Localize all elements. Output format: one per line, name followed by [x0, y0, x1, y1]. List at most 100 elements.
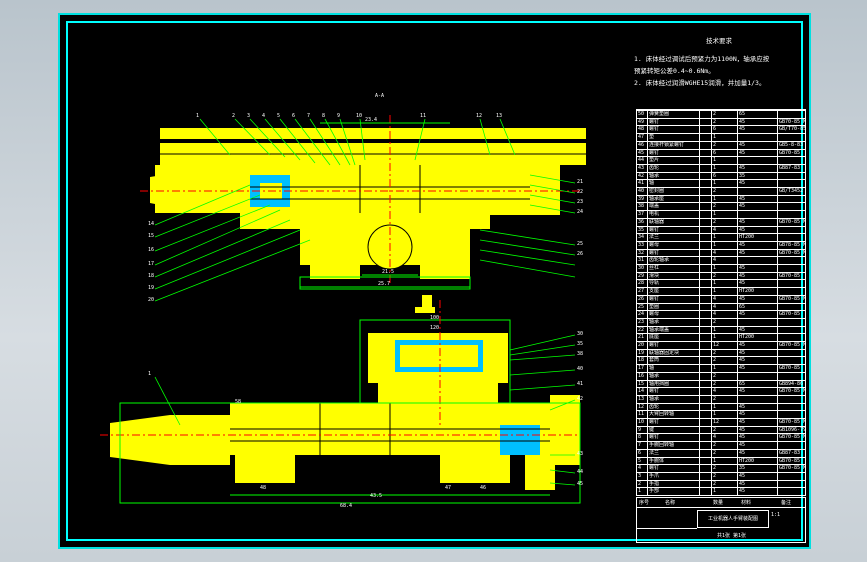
bom-index: 49 [638, 118, 645, 125]
bom-index: 18 [638, 357, 645, 364]
bom-part-name: 螺钉 [649, 465, 660, 472]
bom-qty: 1 [713, 488, 717, 495]
bom-part-name: 大臂回转轴 [649, 411, 675, 418]
bom-index: 27 [638, 288, 645, 295]
bom-index: 36 [638, 218, 645, 225]
top-cap [415, 307, 435, 313]
tech-req-line: 2. 床体经过润滑WGHE15润滑，并加量1/3。 [634, 79, 766, 87]
bottom-assembly-view [100, 295, 581, 504]
bom-note: GB70-85 M3x7 [779, 118, 805, 125]
part-label-right: 23 [577, 199, 584, 205]
bom-qty: 2 [713, 141, 717, 148]
bom-index: 48 [638, 126, 645, 133]
bom-qty: 2 [713, 395, 717, 402]
bom-index: 16 [638, 372, 645, 379]
bom-material: 45 [739, 472, 746, 479]
bom-note: GB/T70-85 [779, 126, 805, 133]
bom-part-name: 螺钉 [649, 149, 660, 156]
col-header: 材料 [741, 500, 752, 506]
bom-index: 34 [638, 234, 645, 241]
bom-part-name: 齿轮 [649, 403, 660, 410]
bom-part-name: 手腕回转轴 [649, 442, 675, 449]
bom-index: 24 [638, 311, 645, 318]
col-header: 名称 [665, 500, 676, 506]
bom-index: 33 [638, 241, 645, 248]
bom-qty: 1 [713, 241, 717, 248]
bom-material: 45 [739, 265, 746, 271]
bom-material: 45 [739, 357, 746, 364]
bom-part-name: 齿轮轴承 [649, 257, 670, 264]
bom-part-name: 键 [649, 426, 655, 433]
bom-material: 45 [739, 272, 746, 279]
col-header: 数量 [713, 500, 724, 506]
bom-index: 14 [638, 388, 645, 395]
bom-part-name: 弹簧垫圈 [649, 111, 670, 117]
bom-material: 45 [739, 342, 746, 348]
bom-note: GB70-85 M3x6 [779, 249, 805, 256]
bom-note: GB70-85 [779, 272, 801, 279]
bom-qty: 2 [713, 111, 717, 117]
part-label-top: 2 [232, 113, 236, 119]
bom-qty: 2 [713, 372, 717, 379]
bom-column-line [699, 110, 700, 495]
bom-material: 45 [739, 311, 746, 318]
bom-part-name: 垫片 [649, 157, 660, 164]
bom-qty: 12 [713, 419, 720, 425]
bom-material: 45 [739, 349, 746, 356]
bom-part-name: 端盖 [649, 203, 660, 210]
bom-qty: 1 [713, 211, 717, 218]
bom-part-name: 螺钉 [649, 295, 660, 302]
bom-part-name: 轴承 [649, 395, 660, 402]
bom-part-name: 轴用挡圈 [649, 380, 670, 387]
bom-note: GB70-85 M3x7 [779, 419, 805, 425]
bom-material: 45 [739, 388, 746, 395]
bom-index: 29 [638, 272, 645, 279]
bom-index: 13 [638, 395, 645, 402]
part-label-left: 17 [148, 261, 155, 267]
part-label-top: 9 [337, 113, 341, 119]
arm-support-right [525, 455, 555, 490]
bom-material: 45 [739, 488, 746, 495]
arm-end-hatch [500, 425, 540, 455]
bom-part-name: 轴承 [649, 372, 660, 379]
part-label-right: 24 [577, 209, 584, 215]
part-label-bottom: 35 [577, 341, 584, 347]
bom-material: 65 [739, 111, 746, 117]
bom-part-name: 轴承端盖 [649, 326, 670, 333]
bom-part-name: 螺钉 [649, 419, 660, 425]
bom-index: 43 [638, 164, 645, 171]
part-label-top: 13 [496, 113, 503, 119]
title-header-row: 序号 名称 数量 材料 备注 [637, 498, 805, 508]
bom-part-name: 丝杠 [649, 265, 660, 271]
drawing-scale: 1:1 [771, 512, 781, 518]
bom-material: 45 [739, 426, 746, 433]
bom-qty: 2 [713, 472, 717, 479]
bom-part-name: 手部 [649, 488, 660, 495]
base-outline [299, 276, 471, 290]
bom-part-name: 连接杆锁紧螺钉 [649, 141, 685, 148]
part-label-bottom: 47 [445, 485, 452, 491]
bom-material: 45 [739, 218, 746, 225]
part-label-bottom: 44 [577, 469, 584, 475]
bom-index: 25 [638, 303, 645, 310]
part-label-left: 14 [148, 221, 155, 227]
bom-part-name: 密封圈 [649, 188, 665, 194]
divider [637, 528, 697, 529]
bom-material: 45 [739, 403, 746, 410]
bom-part-name: 轴 [649, 365, 655, 372]
bom-qty: 1 [713, 365, 717, 372]
bom-material: 45 [739, 449, 746, 456]
cad-drawing [100, 115, 586, 504]
